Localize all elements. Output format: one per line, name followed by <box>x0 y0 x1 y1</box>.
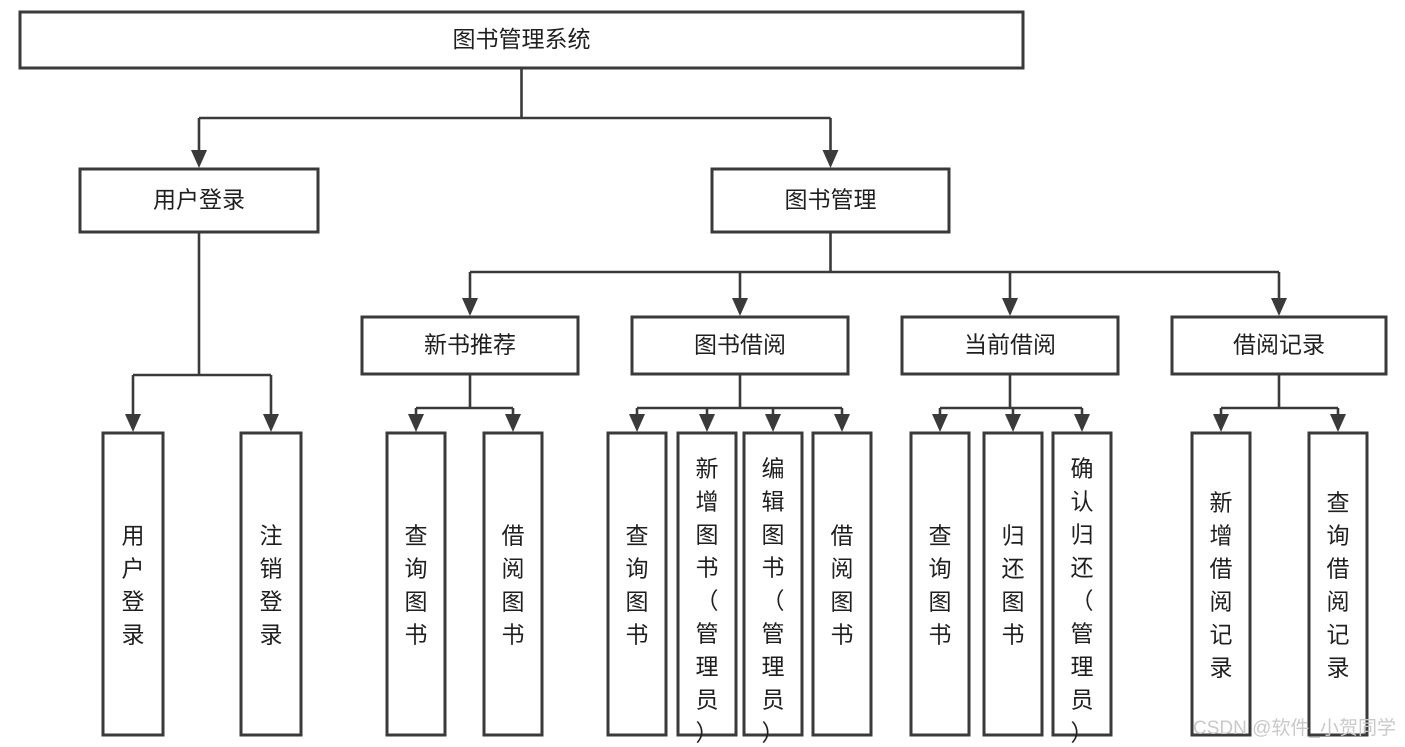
node-label-book-borrow: 图书借阅 <box>694 332 786 358</box>
arrow-book-borrow <box>732 298 748 316</box>
node-box-root <box>18 10 1025 70</box>
arrow-leaf-query-books-current <box>932 414 948 432</box>
node-new-book-recommend[interactable]: 新书推荐 <box>360 315 580 376</box>
arrow-borrow-records <box>1271 298 1287 316</box>
arrow-leaf-add-book-admin <box>699 414 715 432</box>
node-current-borrow[interactable]: 当前借阅 <box>900 315 1120 376</box>
node-label-leaf-add-book-admin: 新增图书（管理员） <box>696 456 719 746</box>
arrow-leaf-add-borrow-record <box>1213 414 1229 432</box>
node-box-current-borrow <box>900 315 1120 376</box>
node-book-management[interactable]: 图书管理 <box>710 167 951 234</box>
arrow-book-management <box>822 150 839 168</box>
arrow-new-book-recommend <box>462 298 478 316</box>
node-leaf-logout[interactable]: 注销登录 <box>239 431 303 737</box>
arrow-current-borrow <box>1002 298 1018 316</box>
csdn-watermark: CSDN @软件_小贺同学 <box>1193 717 1396 739</box>
node-label-leaf-edit-book-admin: 编辑图书（管理员） <box>762 456 785 746</box>
node-root[interactable]: 图书管理系统 <box>18 10 1025 70</box>
node-box-leaf-return-books <box>982 431 1044 737</box>
node-label-leaf-return-books: 归还图书 <box>1002 523 1025 648</box>
node-leaf-add-book-admin[interactable]: 新增图书（管理员） <box>676 431 738 746</box>
node-label-leaf-logout: 注销登录 <box>260 523 283 648</box>
node-label-leaf-query-books-rec: 查询图书 <box>405 523 428 648</box>
node-leaf-edit-book-admin[interactable]: 编辑图书（管理员） <box>742 431 804 746</box>
node-label-leaf-confirm-return-admin: 确认归还（管理员） <box>1071 456 1094 746</box>
arrow-leaf-edit-book-admin <box>765 414 781 432</box>
node-borrow-records[interactable]: 借阅记录 <box>1170 315 1388 376</box>
node-box-book-borrow <box>630 315 850 376</box>
node-box-leaf-add-borrow-record <box>1190 431 1252 737</box>
node-box-leaf-logout <box>239 431 303 737</box>
node-box-new-book-recommend <box>360 315 580 376</box>
node-leaf-borrow-books[interactable]: 借阅图书 <box>811 431 873 737</box>
node-label-leaf-query-books-borrow: 查询图书 <box>626 523 649 648</box>
node-box-leaf-query-books-borrow <box>606 431 668 737</box>
node-label-user-login: 用户登录 <box>153 187 245 213</box>
arrow-leaf-confirm-return-admin <box>1074 414 1090 432</box>
node-label-leaf-borrow-books: 借阅图书 <box>831 523 854 648</box>
node-leaf-borrow-books-rec[interactable]: 借阅图书 <box>482 431 544 737</box>
arrow-leaf-user-login <box>125 414 141 432</box>
arrow-leaf-return-books <box>1005 414 1021 432</box>
node-box-leaf-query-books-current <box>909 431 971 737</box>
node-label-leaf-user-login: 用户登录 <box>122 523 145 648</box>
arrow-leaf-borrow-books-rec <box>505 414 521 432</box>
arrow-leaf-logout <box>263 414 279 432</box>
node-book-borrow[interactable]: 图书借阅 <box>630 315 850 376</box>
node-label-new-book-recommend: 新书推荐 <box>424 332 516 358</box>
node-label-leaf-query-books-current: 查询图书 <box>929 523 952 648</box>
node-box-book-management <box>710 167 951 234</box>
node-leaf-query-books-current[interactable]: 查询图书 <box>909 431 971 737</box>
node-label-current-borrow: 当前借阅 <box>964 332 1056 358</box>
arrow-leaf-borrow-books <box>834 414 850 432</box>
node-layer: 图书管理系统用户登录图书管理新书推荐图书借阅当前借阅借阅记录用户登录注销登录查询… <box>18 10 1388 746</box>
node-label-leaf-borrow-books-rec: 借阅图书 <box>502 523 525 648</box>
arrow-leaf-query-books-rec <box>408 414 424 432</box>
node-leaf-query-books-borrow[interactable]: 查询图书 <box>606 431 668 737</box>
node-leaf-add-borrow-record[interactable]: 新增借阅记录 <box>1190 431 1252 737</box>
node-label-borrow-records: 借阅记录 <box>1233 332 1325 358</box>
node-box-borrow-records <box>1170 315 1388 376</box>
node-leaf-confirm-return-admin[interactable]: 确认归还（管理员） <box>1051 431 1113 746</box>
node-leaf-return-books[interactable]: 归还图书 <box>982 431 1044 737</box>
node-label-root: 图书管理系统 <box>453 26 591 52</box>
node-box-leaf-borrow-books-rec <box>482 431 544 737</box>
node-box-leaf-borrow-books <box>811 431 873 737</box>
node-label-leaf-add-borrow-record: 新增借阅记录 <box>1210 490 1233 681</box>
node-box-user-login <box>78 167 320 234</box>
arrow-leaf-query-books-borrow <box>629 414 645 432</box>
arrow-leaf-query-borrow-record <box>1330 414 1346 432</box>
connector-layer <box>125 68 1346 432</box>
node-leaf-user-login[interactable]: 用户登录 <box>101 431 165 737</box>
node-label-leaf-query-borrow-record: 查询借阅记录 <box>1327 490 1350 681</box>
node-box-leaf-confirm-return-admin <box>1051 431 1113 737</box>
node-box-leaf-user-login <box>101 431 165 737</box>
node-box-leaf-edit-book-admin <box>742 431 804 737</box>
node-box-leaf-add-book-admin <box>676 431 738 737</box>
node-leaf-query-borrow-record[interactable]: 查询借阅记录 <box>1307 431 1369 737</box>
node-label-book-management: 图书管理 <box>785 187 877 213</box>
arrow-user-login <box>191 150 207 168</box>
node-box-leaf-query-borrow-record <box>1307 431 1369 737</box>
node-user-login[interactable]: 用户登录 <box>78 167 320 234</box>
node-box-leaf-query-books-rec <box>385 431 447 737</box>
node-leaf-query-books-rec[interactable]: 查询图书 <box>385 431 447 737</box>
